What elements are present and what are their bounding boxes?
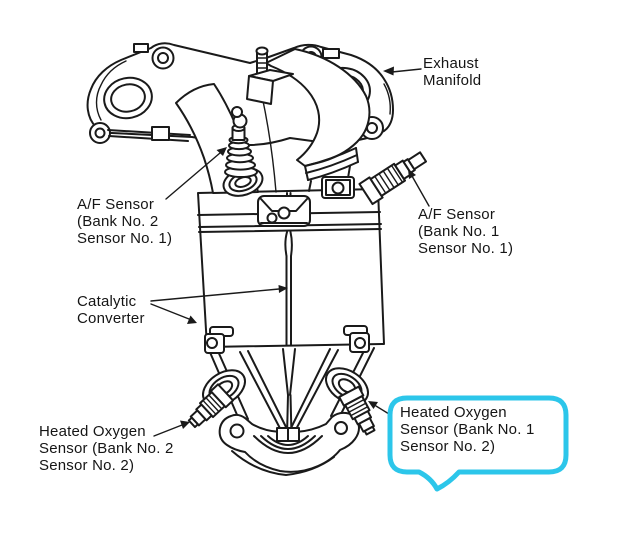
label-af-sensor-bank1: A/F Sensor (Bank No. 1 Sensor No. 1) [418, 206, 513, 257]
label-exhaust-manifold: Exhaust Manifold [423, 55, 481, 89]
manifold-port-left [103, 76, 153, 120]
label-line: Converter [77, 310, 145, 327]
label-line: Sensor No. 1) [77, 230, 173, 247]
label-line: Sensor No. 2) [400, 438, 496, 455]
af-sensor-bank2-drawing [222, 106, 264, 197]
label-catalytic-converter: Catalytic Converter [77, 293, 145, 327]
label-line: Catalytic [77, 293, 137, 310]
label-line: Exhaust [423, 55, 479, 72]
label-line: A/F Sensor [418, 206, 496, 223]
label-line: Sensor No. 1) [418, 240, 514, 257]
label-line: Heated Oxygen [400, 404, 507, 421]
highlight-callout [387, 395, 569, 492]
label-heated-o2-bank2: Heated Oxygen Sensor (Bank No. 2 Sensor … [39, 423, 174, 474]
label-heated-o2-bank1: Heated Oxygen Sensor (Bank No. 1 Sensor … [400, 404, 535, 455]
label-line: Sensor (Bank No. 2 [39, 440, 174, 457]
manifold-stud-drawing [246, 46, 294, 105]
label-line: (Bank No. 2 [77, 213, 159, 230]
heated-oxygen-sensor-bank1-drawing [325, 367, 376, 436]
label-af-sensor-bank2: A/F Sensor (Bank No. 2 Sensor No. 1) [77, 196, 172, 247]
converter-brackets-drawing [257, 176, 355, 227]
label-line: A/F Sensor [77, 196, 155, 213]
label-line: Manifold [423, 72, 482, 89]
heated-oxygen-sensor-bank2-drawing [187, 369, 246, 429]
label-line: (Bank No. 1 [418, 223, 500, 240]
label-line: Sensor No. 2) [39, 457, 135, 474]
af-sensor-bank1-drawing [358, 151, 428, 206]
label-line: Heated Oxygen [39, 423, 146, 440]
leader-lines [150, 66, 430, 437]
outlet-flange-drawing [218, 411, 360, 476]
label-line: Sensor (Bank No. 1 [400, 421, 535, 438]
